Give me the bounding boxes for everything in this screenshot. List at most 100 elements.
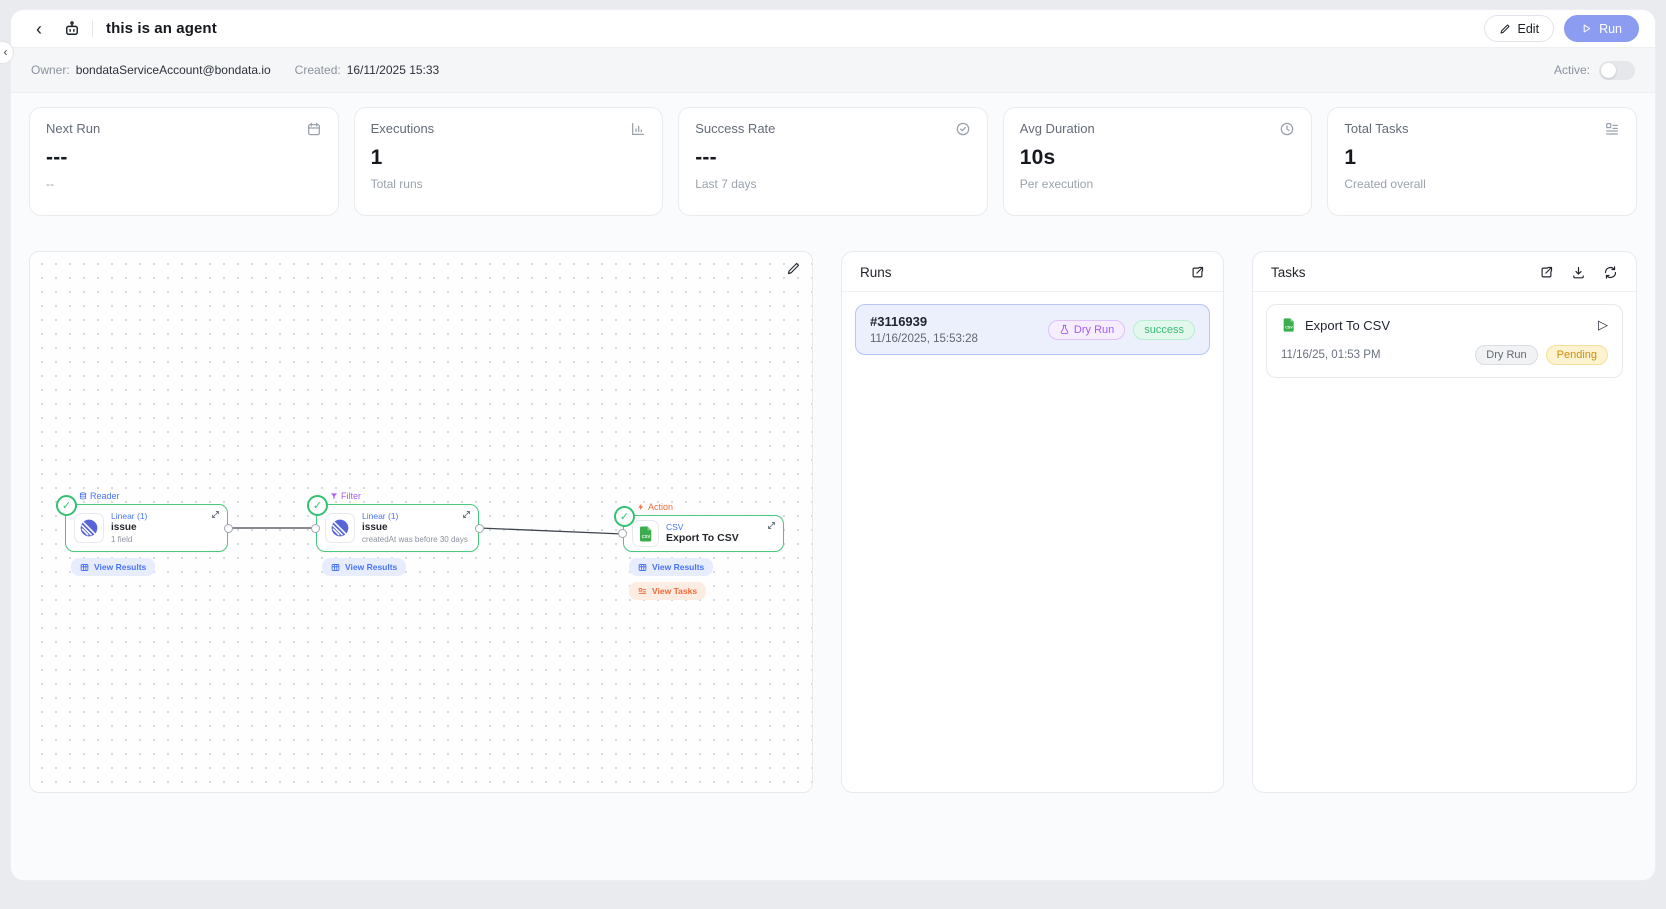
flask-icon (1059, 324, 1070, 335)
node-app-name: Linear (1) (111, 511, 148, 522)
tasks-title: Tasks (1271, 265, 1306, 280)
stat-card-avg-duration: Avg Duration 10s Per execution (1002, 107, 1313, 216)
pencil-icon (1499, 23, 1511, 35)
expand-icon[interactable] (767, 521, 776, 530)
check-circle-icon: ✓ (56, 495, 77, 516)
runs-panel: Runs #3116939 11/16/2025, 15:53:28 (841, 251, 1224, 793)
expand-icon[interactable] (462, 510, 471, 519)
canvas-edit-pencil-icon[interactable] (786, 261, 801, 276)
external-link-icon[interactable] (1539, 265, 1554, 280)
run-info: #3116939 11/16/2025, 15:53:28 (870, 314, 978, 345)
created-label: Created: (294, 63, 341, 77)
stat-value: --- (695, 146, 717, 169)
tasks-list: CSV Export To CSV ▷ 11/16/25, 01:53 PM D… (1253, 292, 1636, 792)
tasks-panel: Tasks (1252, 251, 1637, 793)
active-toggle[interactable] (1599, 60, 1635, 80)
dry-run-badge: Dry Run (1047, 319, 1126, 340)
stat-value: 1 (370, 146, 383, 169)
check-circle-icon: ✓ (614, 506, 635, 527)
expand-icon[interactable] (211, 510, 220, 519)
status-badge: success (1133, 319, 1195, 340)
output-port[interactable] (475, 523, 484, 533)
view-results-label: View Results (94, 562, 147, 572)
run-label: Run (1599, 21, 1622, 36)
view-results-label: View Results (345, 562, 398, 572)
task-card[interactable]: CSV Export To CSV ▷ 11/16/25, 01:53 PM D… (1266, 304, 1623, 378)
dry-run-badge: Dry Run (1475, 345, 1538, 365)
node-app-name: Linear (1) (362, 511, 399, 522)
view-results-button[interactable]: View Results (322, 558, 407, 576)
runs-title: Runs (860, 265, 892, 280)
stat-label: Total Tasks (1344, 121, 1409, 136)
runs-panel-header: Runs (842, 252, 1223, 292)
view-results-button[interactable]: View Results (71, 558, 156, 576)
output-port[interactable] (224, 523, 233, 533)
run-button[interactable]: Run (1564, 15, 1639, 42)
header-divider (92, 20, 93, 37)
info-bar: Owner: bondataServiceAccount@bondata.io … (11, 48, 1655, 93)
node-reader[interactable]: ✓ Reader (56, 491, 233, 576)
dry-run-badge-label: Dry Run (1073, 323, 1115, 336)
linear-logo-icon (74, 513, 104, 543)
node-type-text: Action (648, 502, 674, 512)
run-badges: Dry Run success (1047, 319, 1195, 340)
node-filter[interactable]: ✓ Filter (307, 491, 484, 576)
table-grid-icon (638, 563, 647, 572)
node-action[interactable]: ✓ Action CSV (614, 502, 784, 600)
stat-subtitle: Last 7 days (695, 177, 757, 191)
stat-value: 10s (1019, 146, 1056, 169)
created-value: 16/11/2025 15:33 (346, 63, 440, 77)
linear-logo-icon (325, 513, 355, 543)
node-type-label: Action (637, 502, 673, 512)
svg-text:CSV: CSV (1285, 326, 1293, 330)
csv-file-icon: CSV (632, 520, 659, 547)
node-type-text: Filter (341, 491, 361, 501)
node-type-text: Reader (90, 491, 120, 501)
calendar-icon (306, 121, 322, 137)
download-icon[interactable] (1571, 265, 1586, 280)
edit-label: Edit (1517, 21, 1540, 36)
run-timestamp: 11/16/2025, 15:53:28 (870, 333, 978, 345)
node-app-name: CSV (666, 521, 684, 532)
stat-value: --- (46, 146, 68, 169)
input-port[interactable] (311, 523, 320, 533)
node-title: issue (111, 522, 137, 534)
view-results-button[interactable]: View Results (629, 558, 714, 576)
node-connectors (228, 527, 624, 535)
check-circle-icon: ✓ (307, 495, 328, 516)
play-icon (1581, 23, 1592, 34)
stat-label: Avg Duration (1019, 121, 1095, 136)
lightning-icon (637, 503, 645, 511)
header-actions: Edit Run (1483, 15, 1639, 42)
run-item[interactable]: #3116939 11/16/2025, 15:53:28 Dry Run (855, 304, 1210, 355)
edit-button[interactable]: Edit (1483, 15, 1555, 42)
input-port[interactable] (618, 529, 627, 538)
tasks-header-actions (1539, 265, 1618, 280)
database-icon (79, 492, 87, 500)
page-title: this is an agent (106, 20, 217, 37)
view-tasks-button[interactable]: View Tasks (629, 582, 707, 600)
stat-card-executions: Executions 1 Total runs (353, 107, 664, 216)
node-title: Export To CSV (666, 532, 739, 545)
external-link-icon[interactable] (1190, 265, 1205, 280)
play-task-icon[interactable]: ▷ (1598, 317, 1608, 332)
funnel-icon (330, 492, 338, 500)
workflow-canvas[interactable]: ✓ Reader (29, 251, 813, 793)
node-title: issue (362, 522, 388, 534)
node-type-label: Filter (330, 491, 361, 501)
back-button[interactable]: ‹ (27, 17, 51, 41)
stat-label: Next Run (46, 121, 101, 136)
check-circle-icon (955, 121, 971, 137)
node-type-label: Reader (79, 491, 120, 501)
task-timestamp: 11/16/25, 01:53 PM (1281, 349, 1381, 361)
task-list-icon (1604, 121, 1620, 137)
status-badge: Pending (1545, 345, 1608, 365)
refresh-icon[interactable] (1603, 265, 1618, 280)
view-tasks-label: View Tasks (652, 586, 698, 596)
owner-value: bondataServiceAccount@bondata.io (75, 63, 271, 77)
node-subtitle: 1 field (111, 534, 133, 544)
stat-subtitle: Per execution (1019, 177, 1094, 191)
stat-label: Executions (370, 121, 435, 136)
svg-text:CSV: CSV (641, 534, 650, 539)
